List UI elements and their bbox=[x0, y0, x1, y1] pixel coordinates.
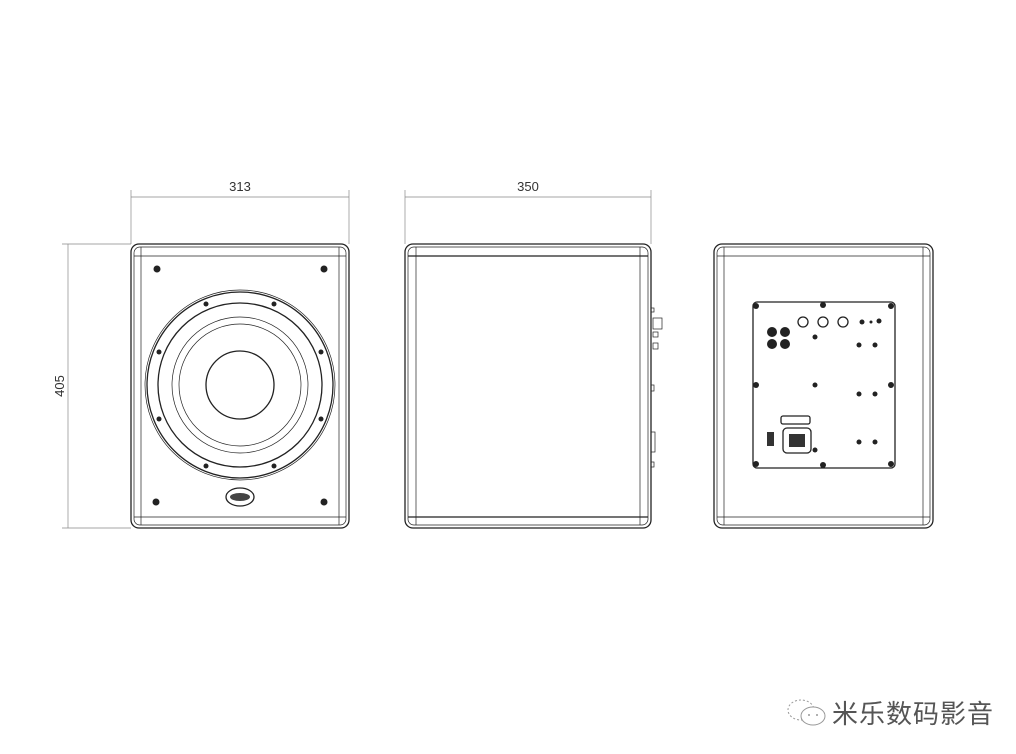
front-view bbox=[130, 243, 350, 529]
screw-icon bbox=[320, 265, 328, 273]
brand-logo-icon bbox=[225, 487, 255, 507]
woofer bbox=[144, 289, 336, 481]
knob-icon bbox=[797, 316, 809, 328]
width-label: 313 bbox=[229, 179, 251, 194]
height-label: 405 bbox=[52, 375, 67, 397]
height-dimension: 405 bbox=[52, 243, 131, 529]
wechat-icon bbox=[787, 699, 826, 726]
back-view bbox=[713, 243, 934, 529]
screw-icon bbox=[153, 265, 161, 273]
knob-icon bbox=[817, 316, 829, 328]
width-dimension: 313 bbox=[130, 179, 350, 244]
power-switch-icon bbox=[767, 432, 774, 446]
side-view bbox=[404, 243, 663, 529]
depth-dimension: 350 bbox=[404, 179, 652, 244]
power-inlet-icon bbox=[782, 427, 812, 454]
amplifier-panel bbox=[752, 301, 896, 469]
depth-label: 350 bbox=[517, 179, 539, 194]
screw-icon bbox=[152, 498, 160, 506]
watermark-text: 米乐数码影音 bbox=[832, 700, 995, 730]
knob-icon bbox=[837, 316, 849, 328]
screw-icon bbox=[320, 498, 328, 506]
